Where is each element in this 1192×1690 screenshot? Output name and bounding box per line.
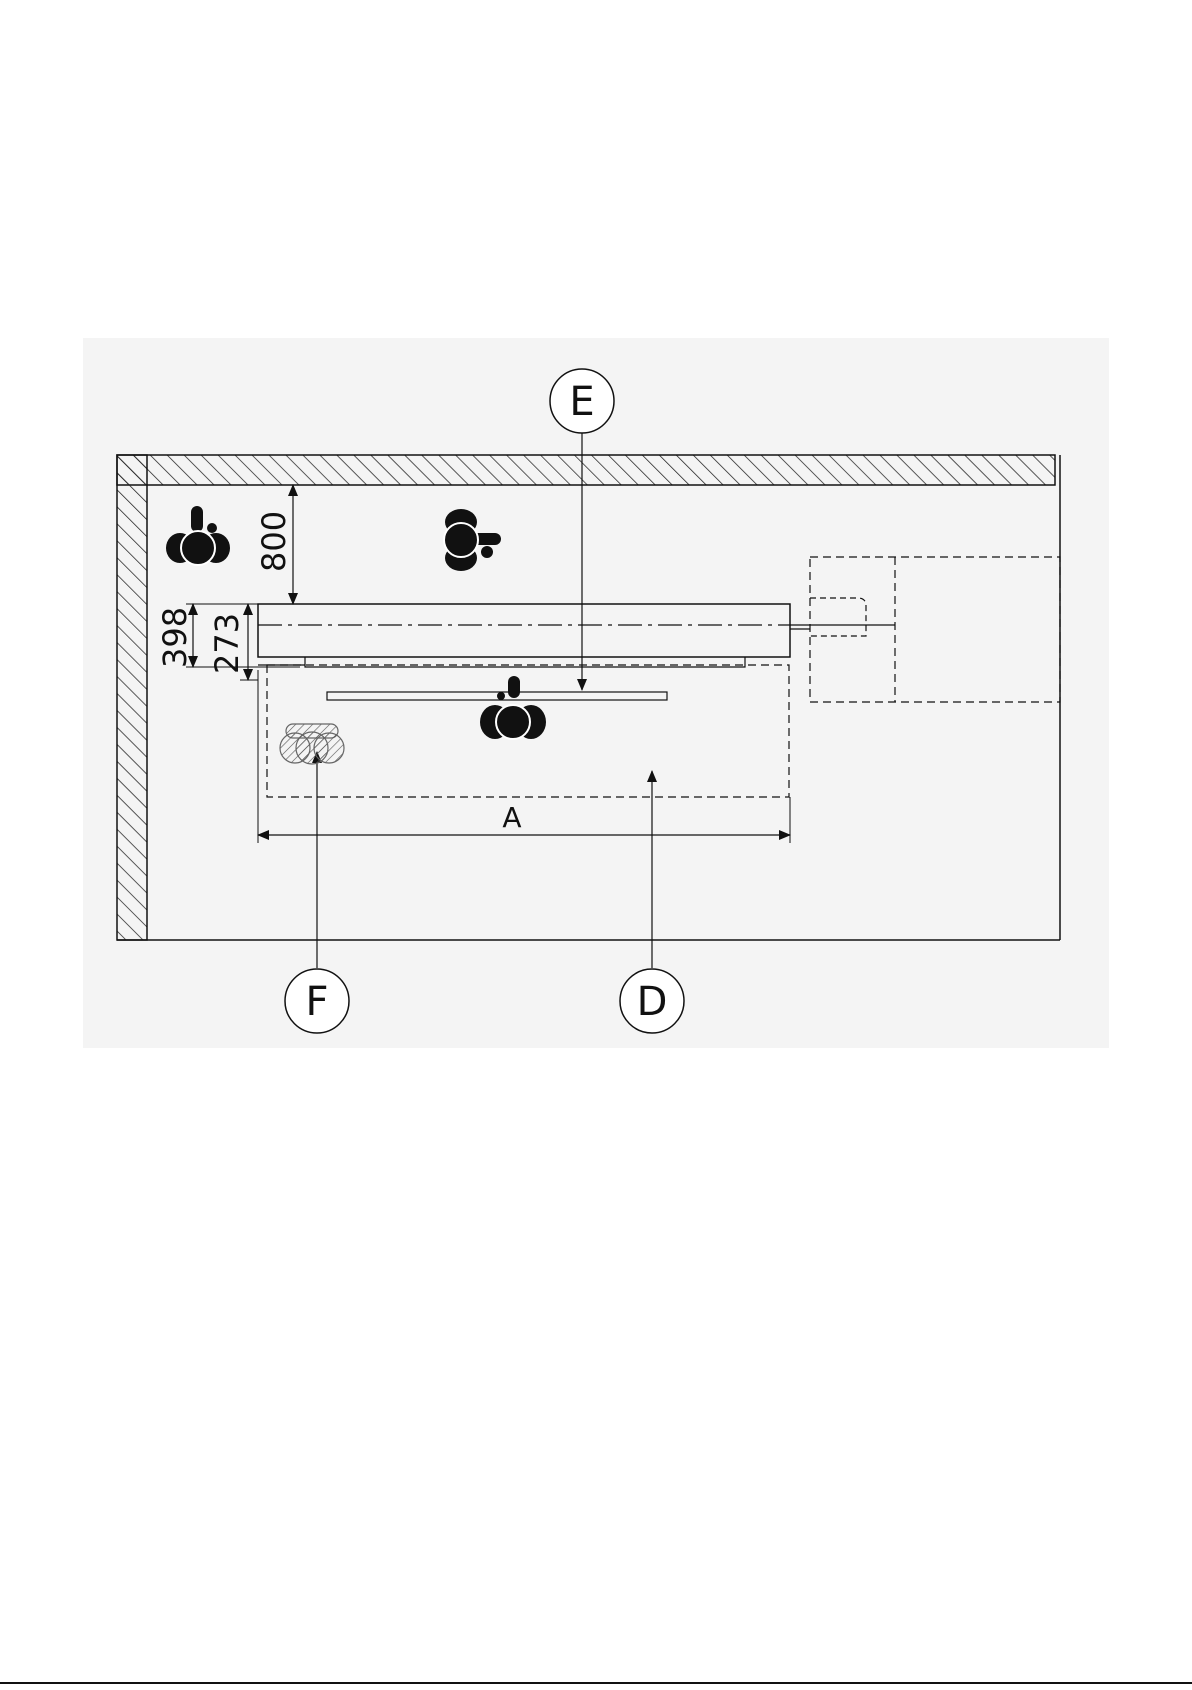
left-wall bbox=[117, 455, 147, 940]
dim-273-label: 273 bbox=[208, 613, 246, 674]
callout-D: D bbox=[620, 969, 684, 1033]
callout-F-label: F bbox=[305, 979, 328, 1025]
callout-D-label: D bbox=[637, 979, 668, 1025]
callout-E-label: E bbox=[569, 379, 594, 425]
dim-A-label: A bbox=[502, 801, 521, 834]
page-bottom-rule bbox=[0, 1682, 1192, 1684]
dim-398-label: 398 bbox=[156, 607, 194, 668]
dim-800-label: 800 bbox=[255, 511, 293, 572]
callout-E: E bbox=[550, 369, 614, 433]
callout-F: F bbox=[285, 969, 349, 1033]
ghost-person-icon bbox=[280, 724, 344, 764]
top-wall bbox=[117, 455, 1055, 485]
drawing-background bbox=[83, 338, 1109, 1048]
